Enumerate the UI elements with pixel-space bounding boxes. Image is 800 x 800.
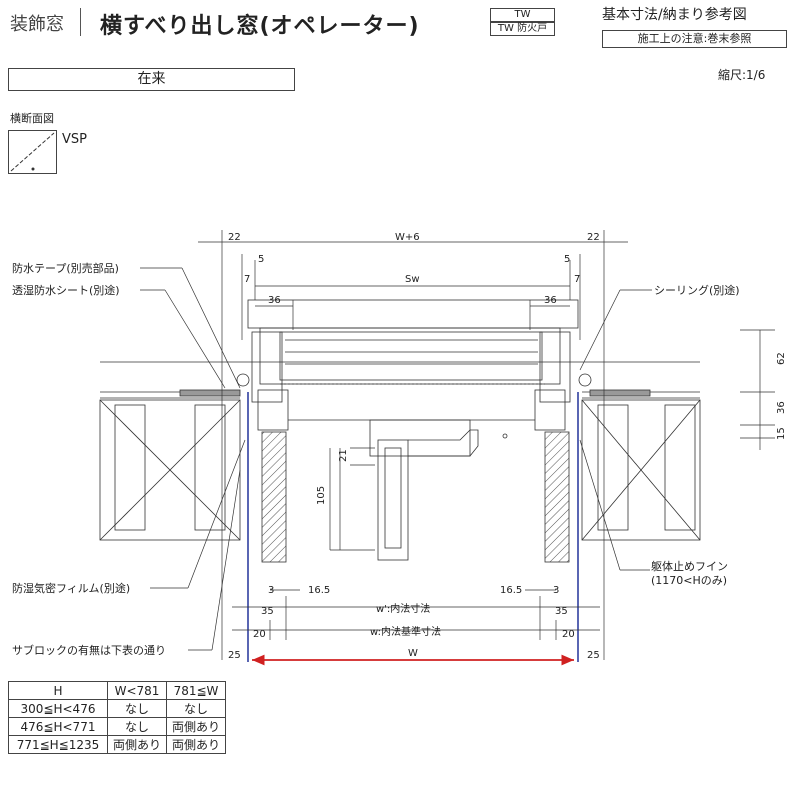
section-title: 横断面図 bbox=[10, 112, 54, 125]
table-cell: 300≦H<476 bbox=[8, 699, 108, 718]
dim-36-side: 36 bbox=[776, 401, 787, 414]
table-cell: なし bbox=[166, 699, 226, 718]
dim-3-left: 3 bbox=[268, 585, 274, 596]
dim-22-right: 22 bbox=[587, 232, 600, 243]
dim-15: 15 bbox=[776, 427, 787, 440]
dim-w-std: w:内法基準寸法 bbox=[370, 625, 441, 638]
header-separator bbox=[80, 8, 81, 36]
tag-tw: TW bbox=[490, 8, 555, 22]
callout-sealing: シーリング(別途) bbox=[654, 283, 740, 297]
vsp-label: VSP bbox=[62, 132, 87, 147]
dim-7-left: 7 bbox=[244, 274, 250, 285]
table-cell: 両側あり bbox=[166, 735, 226, 754]
vsp-symbol bbox=[8, 130, 57, 174]
dim-35-right: 35 bbox=[555, 606, 568, 617]
table-header-cell: W<781 bbox=[107, 681, 167, 700]
construction-note: 施工上の注意:巻末参照 bbox=[602, 30, 787, 48]
dim-62: 62 bbox=[776, 352, 787, 365]
dim-22-left: 22 bbox=[228, 232, 241, 243]
dim-w-prime: w':内法寸法 bbox=[376, 602, 430, 615]
table-row: 771≦H≦1235 両側あり 両側あり bbox=[8, 735, 226, 754]
table-row: 300≦H<476 なし なし bbox=[8, 699, 226, 718]
callout-body-fin: 躯体止めフイン bbox=[651, 559, 728, 573]
table-cell: 476≦H<771 bbox=[8, 717, 108, 736]
table-cell: 両側あり bbox=[107, 735, 167, 754]
dim-105: 105 bbox=[316, 486, 327, 505]
dim-35-left: 35 bbox=[261, 606, 274, 617]
dim-3-right: 3 bbox=[553, 585, 559, 596]
doc-type-label: 基本寸法/納まり参考図 bbox=[602, 7, 747, 23]
callout-moisture-sheet: 透湿防水シート(別途) bbox=[12, 283, 120, 297]
dim-5-right: 5 bbox=[564, 254, 570, 265]
table-row: 476≦H<771 なし 両側あり bbox=[8, 717, 226, 736]
table-cell: 771≦H≦1235 bbox=[8, 735, 108, 754]
callout-body-fin-note: (1170<Hのみ) bbox=[651, 574, 727, 587]
dim-w: W bbox=[408, 648, 418, 659]
table-header-cell: H bbox=[8, 681, 108, 700]
table-header-row: H W<781 781≦W bbox=[8, 681, 226, 700]
dim-25-left: 25 bbox=[228, 650, 241, 661]
callout-sub-block: サブロックの有無は下表の通り bbox=[12, 643, 166, 657]
dim-36-right: 36 bbox=[544, 295, 557, 306]
dim-16-5-left: 16.5 bbox=[308, 585, 330, 596]
dim-16-5-right: 16.5 bbox=[500, 585, 522, 596]
sub-block-table: H W<781 781≦W 300≦H<476 なし なし 476≦H<771 … bbox=[8, 681, 226, 754]
callout-waterproof-tape: 防水テープ(別売部品) bbox=[12, 261, 119, 275]
dim-w-plus-6: W+6 bbox=[395, 232, 420, 243]
dim-5-left: 5 bbox=[258, 254, 264, 265]
table-cell: なし bbox=[107, 699, 167, 718]
dim-20-left: 20 bbox=[253, 629, 266, 640]
scale-label: 縮尺:1/6 bbox=[718, 68, 766, 82]
dim-20-right: 20 bbox=[562, 629, 575, 640]
type-label: 在来 bbox=[8, 68, 295, 91]
dim-36-left: 36 bbox=[268, 295, 281, 306]
dim-21: 21 bbox=[338, 449, 349, 462]
page-title: 横すべり出し窓(オペレーター) bbox=[100, 14, 420, 39]
category-label: 装飾窓 bbox=[10, 14, 64, 35]
table-header-cell: 781≦W bbox=[166, 681, 226, 700]
tag-tw-fire: TW 防火戸 bbox=[490, 22, 555, 36]
table-cell: なし bbox=[107, 717, 167, 736]
dim-sw: Sw bbox=[405, 274, 420, 285]
table-cell: 両側あり bbox=[166, 717, 226, 736]
callout-vapor-film: 防湿気密フィルム(別途) bbox=[12, 581, 130, 595]
dim-25-right: 25 bbox=[587, 650, 600, 661]
dim-7-right: 7 bbox=[574, 274, 580, 285]
vsp-diagonal-icon bbox=[10, 132, 55, 172]
